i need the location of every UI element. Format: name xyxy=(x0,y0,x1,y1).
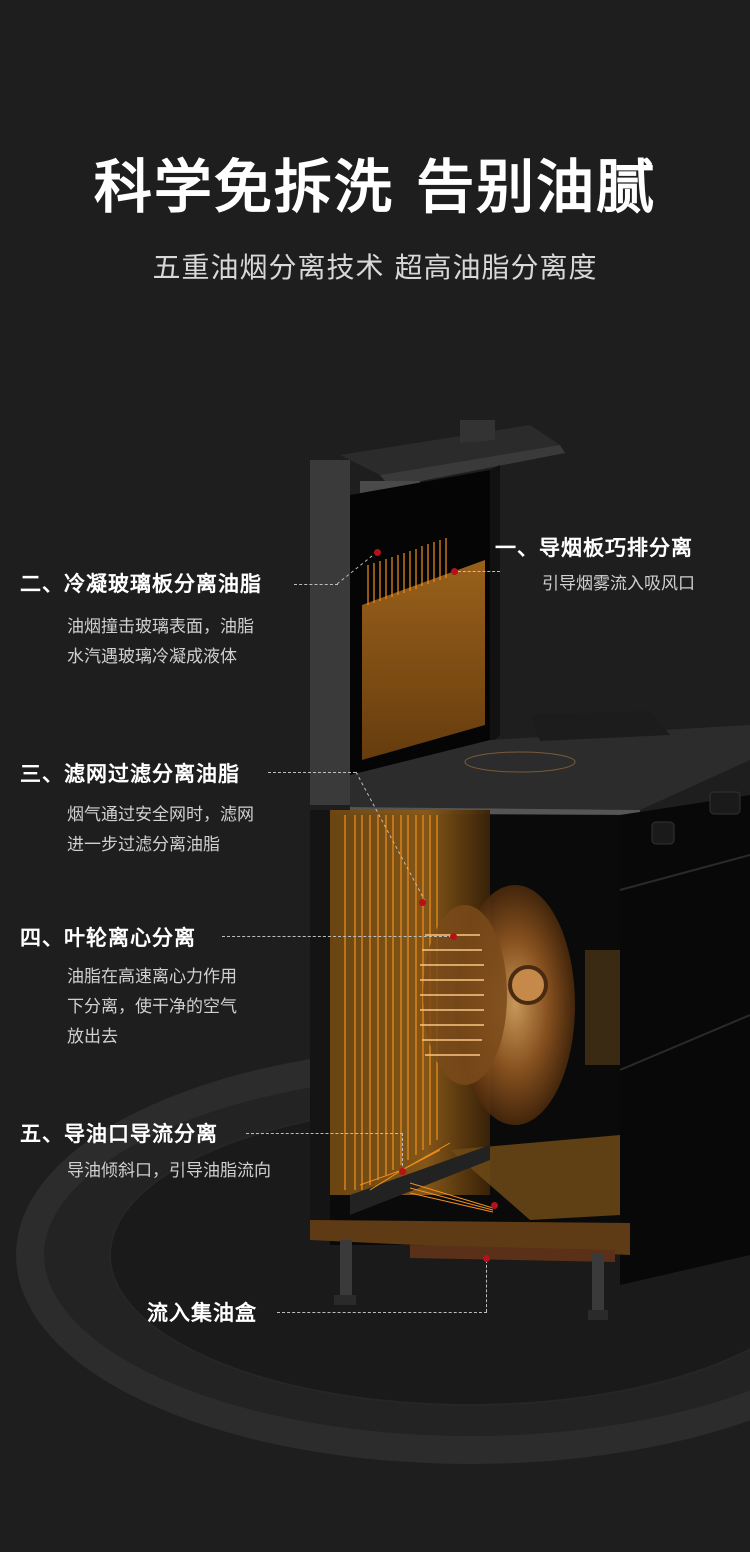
feature-4-desc-line: 放出去 xyxy=(67,1027,118,1047)
leader-line-3 xyxy=(268,772,356,773)
feature-2-title: 冷凝玻璃板分离油脂 xyxy=(64,572,262,596)
feature-5-title: 导油口导流分离 xyxy=(64,1122,218,1146)
feature-4: 四、叶轮离心分离 xyxy=(20,924,196,952)
feature-5-number: 五、 xyxy=(20,1122,64,1146)
feature-1-title: 导烟板巧排分离 xyxy=(539,536,693,560)
marker-dot-5 xyxy=(399,1168,406,1175)
marker-dot-2 xyxy=(374,549,381,556)
marker-dot-5b xyxy=(491,1202,498,1209)
marker-dot-4 xyxy=(450,933,457,940)
leader-line-6-vertical xyxy=(486,1260,487,1312)
feature-5-desc-line: 导油倾斜口，引导油脂流向 xyxy=(67,1161,271,1181)
feature-1-desc: 引导烟雾流入吸风口 xyxy=(542,569,695,599)
leader-line-2 xyxy=(294,584,338,585)
feature-2-desc: 油烟撞击玻璃表面，油脂 水汽遇玻璃冷凝成液体 xyxy=(67,612,254,672)
feature-1-desc-line: 引导烟雾流入吸风口 xyxy=(542,574,695,594)
feature-2-number: 二、 xyxy=(20,572,64,596)
feature-3-desc: 烟气通过安全网时，滤网 进一步过滤分离油脂 xyxy=(67,800,254,860)
feature-4-desc: 油脂在高速离心力作用 下分离，使干净的空气 放出去 xyxy=(67,962,237,1052)
feature-1: 一、导烟板巧排分离 xyxy=(495,534,693,562)
leader-line-5-vertical xyxy=(402,1133,403,1171)
marker-dot-3 xyxy=(419,899,426,906)
feature-2-desc-line: 油烟撞击玻璃表面，油脂 xyxy=(67,617,254,637)
feature-1-number: 一、 xyxy=(495,536,539,560)
oil-box-label: 流入集油盒 xyxy=(147,1301,257,1325)
leader-line-3-diagonal xyxy=(355,771,426,902)
feature-2-desc-line: 水汽遇玻璃冷凝成液体 xyxy=(67,647,237,667)
leader-line-1 xyxy=(458,571,500,572)
feature-3-desc-line: 烟气通过安全网时，滤网 xyxy=(67,805,254,825)
marker-dot-6 xyxy=(483,1255,490,1262)
feature-4-desc-line: 下分离，使干净的空气 xyxy=(67,997,237,1017)
page-title: 科学免拆洗 告别油腻 xyxy=(93,153,657,221)
range-hood-cutaway-illustration xyxy=(310,420,750,1320)
marker-dot-1 xyxy=(451,568,458,575)
feature-4-desc-line: 油脂在高速离心力作用 xyxy=(67,967,237,987)
feature-3-desc-line: 进一步过滤分离油脂 xyxy=(67,835,220,855)
feature-5-desc: 导油倾斜口，引导油脂流向 xyxy=(67,1156,271,1186)
feature-5: 五、导油口导流分离 xyxy=(20,1120,218,1148)
feature-2: 二、冷凝玻璃板分离油脂 xyxy=(20,570,262,598)
feature-4-title: 叶轮离心分离 xyxy=(64,926,196,950)
feature-4-number: 四、 xyxy=(20,926,64,950)
page-subtitle: 五重油烟分离技术 超高油脂分离度 xyxy=(152,251,598,284)
leader-line-2-diagonal xyxy=(337,551,378,585)
feature-3-title: 滤网过滤分离油脂 xyxy=(64,762,240,786)
feature-3-number: 三、 xyxy=(20,762,64,786)
leader-line-5 xyxy=(246,1133,403,1134)
leader-line-4 xyxy=(222,936,452,937)
leader-line-6 xyxy=(277,1312,487,1313)
feature-3: 三、滤网过滤分离油脂 xyxy=(20,760,240,788)
